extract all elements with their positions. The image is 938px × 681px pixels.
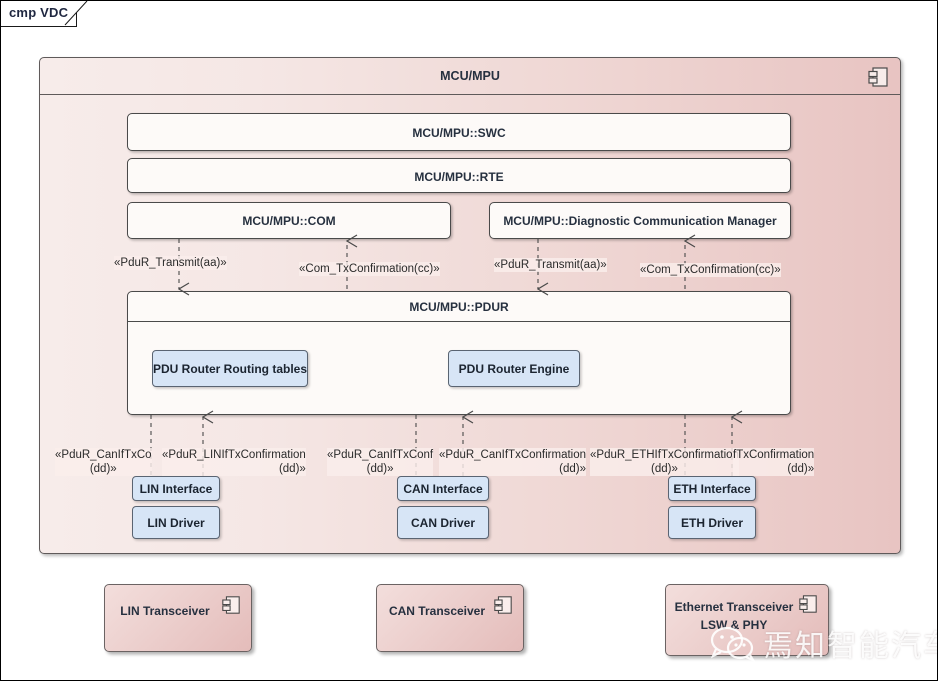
module-swc[interactable]: MCU/MPU::SWC xyxy=(127,113,791,151)
component-icon xyxy=(867,66,889,88)
stereotype-lin-right-line2: (dd)» xyxy=(278,463,306,475)
lin-interface-label: LIN Interface xyxy=(139,482,213,496)
lin-transceiver[interactable]: LIN Transceiver xyxy=(104,584,252,652)
module-dcm[interactable]: MCU/MPU::Diagnostic Communication Manage… xyxy=(489,202,791,239)
watermark-text: 焉知智能汽车 xyxy=(763,629,938,664)
can-driver-label: CAN Driver xyxy=(410,516,476,530)
can-transceiver-label: CAN Transceiver xyxy=(388,604,486,618)
module-swc-label: MCU/MPU::SWC xyxy=(412,126,506,140)
stereotype-eth-right-line2: (dd)» xyxy=(787,463,815,475)
stereotype-com-txconfirmation: «Com_TxConfirmation(cc)» xyxy=(299,262,440,276)
can-interface[interactable]: CAN Interface xyxy=(397,476,489,501)
eth-interface[interactable]: ETH Interface xyxy=(668,476,756,501)
stereotype-com-transmit: «PduR_Transmit(aa)» xyxy=(114,256,227,270)
component-icon xyxy=(221,595,241,615)
module-pdur[interactable]: MCU/MPU::PDUR PDU Router Routing tables … xyxy=(127,291,791,415)
module-pdur-header xyxy=(128,292,790,322)
eth-driver-label: ETH Driver xyxy=(680,516,744,530)
pdu-router-routing-tables-label: PDU Router Routing tables xyxy=(153,362,308,376)
stereotype-dcm-transmit: «PduR_Transmit(aa)» xyxy=(494,258,607,272)
stereotype-lin-right-line1: «PduR_LINIfTxConfirmation xyxy=(162,449,306,461)
mcu-mpu-header xyxy=(40,58,900,95)
pdu-router-engine[interactable]: PDU Router Engine xyxy=(448,350,580,387)
module-rte-label: MCU/MPU::RTE xyxy=(414,170,504,184)
eth-interface-label: ETH Interface xyxy=(673,482,751,496)
lin-driver[interactable]: LIN Driver xyxy=(132,506,220,539)
lin-interface[interactable]: LIN Interface xyxy=(132,476,220,501)
ethernet-transceiver-label: Ethernet Transceiver xyxy=(674,600,794,614)
lin-transceiver-label: LIN Transceiver xyxy=(120,604,210,618)
can-transceiver[interactable]: CAN Transceiver xyxy=(376,584,524,652)
stereotype-eth-left-line2: (dd)» xyxy=(651,463,678,475)
stereotype-lin-left-line2: (dd)» xyxy=(89,463,117,475)
eth-driver[interactable]: ETH Driver xyxy=(668,506,756,539)
component-icon xyxy=(493,595,513,615)
stereotype-can-right-line1: «PduR_CanIfTxConfirmation xyxy=(439,449,587,461)
stereotype-can-right-line2: (dd)» xyxy=(559,463,587,475)
module-com[interactable]: MCU/MPU::COM xyxy=(127,202,451,239)
stereotype-eth-left: «PduR_ETHIfTxConfirmation (dd)» xyxy=(590,448,739,476)
can-driver[interactable]: CAN Driver xyxy=(397,506,489,539)
lin-driver-label: LIN Driver xyxy=(147,516,205,530)
can-interface-label: CAN Interface xyxy=(403,482,483,496)
module-com-label: MCU/MPU::COM xyxy=(242,214,336,228)
stereotype-can-left-line2: (dd)» xyxy=(366,463,394,475)
component-icon xyxy=(798,594,818,614)
ethernet-transceiver-sublabel: LSW & PHY xyxy=(700,618,768,632)
pdu-router-routing-tables[interactable]: PDU Router Routing tables xyxy=(152,350,308,387)
mcu-mpu-title: MCU/MPU xyxy=(440,69,500,83)
stereotype-eth-right-line1: fTxConfirmation xyxy=(733,449,815,461)
stereotype-lin-left: «PduR_CanIfTxCo (dd)» xyxy=(55,448,152,476)
diagram-frame-tab-corner-icon xyxy=(63,1,89,27)
stereotype-eth-left-line1: «PduR_ETHIfTxConfirmation xyxy=(590,449,739,461)
stereotype-eth-right: fTxConfirmation (dd)» xyxy=(733,448,815,476)
pdu-router-engine-label: PDU Router Engine xyxy=(458,362,570,376)
stereotype-can-left: «PduR_CanIfTxConf (dd)» xyxy=(327,448,434,476)
wechat-logo-icon xyxy=(710,623,756,663)
stereotype-lin-left-line1: «PduR_CanIfTxCo xyxy=(55,449,152,461)
diagram-frame-label: cmp VDC xyxy=(9,5,69,20)
stereotype-lin-right: «PduR_LINIfTxConfirmation (dd)» xyxy=(162,448,306,476)
stereotype-dcm-txconfirmation: «Com_TxConfirmation(cc)» xyxy=(640,263,781,277)
stereotype-can-left-line1: «PduR_CanIfTxConf xyxy=(327,449,434,461)
stereotype-can-right: «PduR_CanIfTxConfirmation (dd)» xyxy=(439,448,587,476)
module-rte[interactable]: MCU/MPU::RTE xyxy=(127,158,791,193)
module-dcm-label: MCU/MPU::Diagnostic Communication Manage… xyxy=(503,214,777,228)
module-pdur-label: MCU/MPU::PDUR xyxy=(409,300,509,314)
